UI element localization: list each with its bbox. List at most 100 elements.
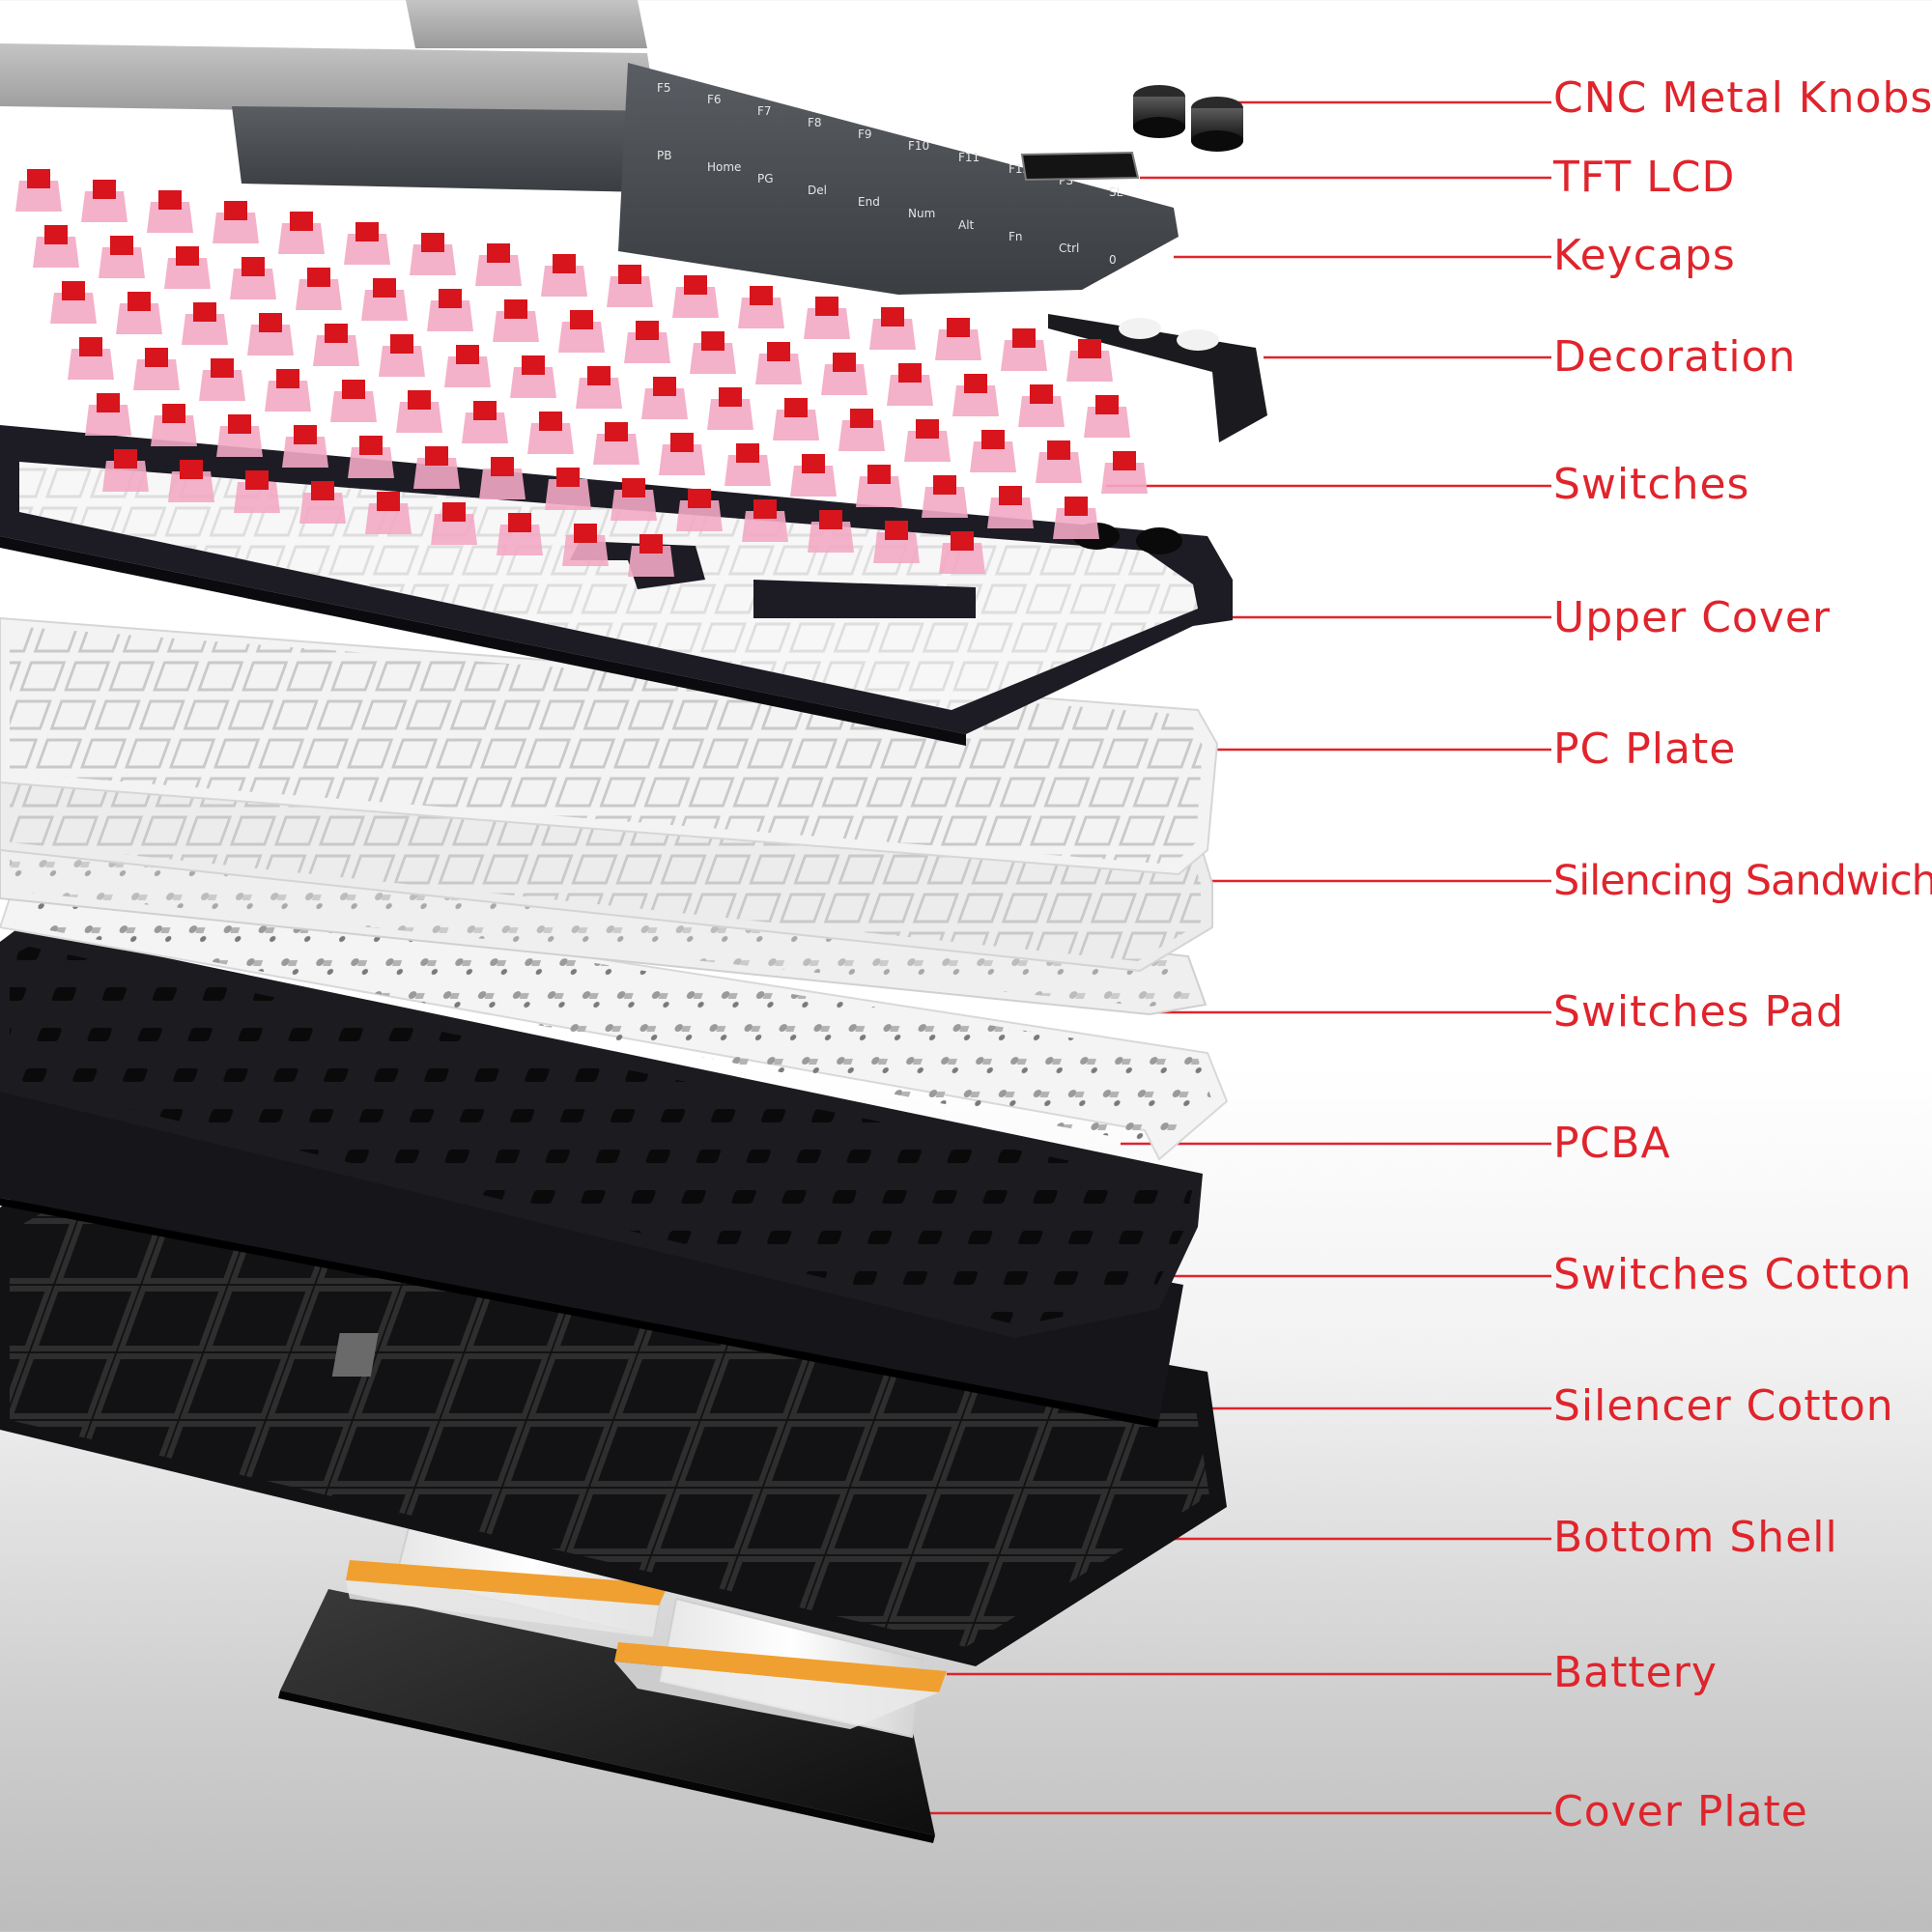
switch bbox=[821, 353, 867, 395]
switch bbox=[545, 468, 591, 510]
switch bbox=[230, 257, 276, 299]
cover-plate bbox=[280, 1589, 935, 1835]
switch bbox=[755, 342, 802, 384]
switch bbox=[147, 190, 193, 233]
keycap-legend: F7 bbox=[757, 104, 772, 118]
tft-lcd bbox=[1020, 151, 1140, 182]
switch bbox=[676, 489, 723, 531]
switch bbox=[641, 377, 688, 419]
switch bbox=[1066, 339, 1113, 382]
switch bbox=[904, 419, 951, 462]
switch bbox=[151, 404, 197, 446]
switch bbox=[247, 313, 294, 355]
switch bbox=[164, 246, 211, 289]
switch bbox=[922, 475, 968, 518]
switch bbox=[856, 465, 902, 507]
silencer-cotton-edge bbox=[0, 1198, 1159, 1428]
label-silencing-sandwich: Silencing Sandwich bbox=[1553, 857, 1932, 905]
label-battery: Battery bbox=[1553, 1648, 1718, 1697]
keycap-legend: Alt bbox=[958, 218, 975, 232]
switch bbox=[313, 324, 359, 366]
switch bbox=[81, 180, 128, 222]
cover-plate-edge bbox=[278, 1690, 935, 1843]
switch bbox=[935, 318, 981, 360]
switch bbox=[379, 334, 425, 377]
switch bbox=[15, 169, 62, 212]
keycap-legend: Del bbox=[808, 184, 827, 197]
label-switches-cotton: Switches Cotton bbox=[1553, 1250, 1913, 1299]
label-switches-pad: Switches Pad bbox=[1553, 987, 1844, 1037]
switch bbox=[873, 521, 920, 563]
switch bbox=[611, 478, 657, 521]
switch bbox=[558, 310, 605, 353]
switch bbox=[497, 513, 543, 555]
switch bbox=[265, 369, 311, 412]
switch bbox=[85, 393, 131, 436]
pc-plate-cutouts bbox=[10, 626, 1203, 865]
switch bbox=[365, 492, 412, 534]
switch bbox=[1018, 384, 1065, 427]
switch bbox=[1053, 497, 1099, 539]
keycap-legend: F11 bbox=[958, 151, 980, 164]
switch bbox=[427, 289, 473, 331]
switch bbox=[970, 430, 1016, 472]
keycap-legend: F8 bbox=[808, 116, 822, 129]
switch bbox=[804, 297, 850, 339]
switch bbox=[361, 278, 408, 321]
switch bbox=[431, 502, 477, 545]
switch bbox=[838, 409, 885, 451]
switch bbox=[410, 233, 456, 275]
switch bbox=[607, 265, 653, 307]
keycaps-layer: F5F6F7F8F9F10F11F12PSSLPBHomePGDelEndNum… bbox=[0, 0, 1179, 295]
switch bbox=[628, 534, 674, 577]
switch bbox=[182, 302, 228, 345]
switch bbox=[707, 387, 753, 430]
keycap-legend: Fn bbox=[1009, 230, 1023, 243]
switch bbox=[1036, 440, 1082, 483]
switch bbox=[234, 470, 280, 513]
label-upper-cover: Upper Cover bbox=[1553, 593, 1832, 642]
switches-cotton-holes bbox=[10, 947, 1193, 1325]
switch bbox=[690, 331, 736, 374]
switch bbox=[33, 225, 79, 268]
switch bbox=[887, 363, 933, 406]
switch bbox=[939, 531, 985, 574]
label-silencer-cotton: Silencer Cotton bbox=[1553, 1381, 1894, 1431]
switch bbox=[216, 414, 263, 457]
label-tft-lcd: TFT LCD bbox=[1553, 153, 1736, 202]
switch bbox=[576, 366, 622, 409]
switch bbox=[50, 281, 97, 324]
pcba-components bbox=[10, 874, 1212, 1145]
switch bbox=[479, 457, 526, 499]
label-cnc-metal-knobs: CNC Metal Knobs bbox=[1553, 73, 1932, 123]
switch bbox=[348, 436, 394, 478]
switch bbox=[213, 201, 259, 243]
switch bbox=[562, 524, 609, 566]
switch bbox=[1001, 328, 1047, 371]
keycap-legend: 0 bbox=[1109, 253, 1117, 267]
label-pcba: PCBA bbox=[1553, 1119, 1671, 1168]
switch bbox=[738, 286, 784, 328]
switch bbox=[475, 243, 522, 286]
switch bbox=[102, 449, 149, 492]
switch bbox=[541, 254, 587, 297]
keycap-legend: F5 bbox=[657, 81, 671, 95]
label-pc-plate: PC Plate bbox=[1553, 724, 1737, 774]
switch bbox=[444, 345, 491, 387]
switch bbox=[724, 443, 771, 486]
switch bbox=[413, 446, 460, 489]
switch bbox=[808, 510, 854, 553]
switches-layer bbox=[15, 169, 1148, 577]
keycap-legend: End bbox=[858, 195, 880, 209]
bottom-shell-switch bbox=[331, 1333, 379, 1377]
switch bbox=[510, 355, 556, 398]
switch bbox=[742, 499, 788, 542]
label-switches: Switches bbox=[1553, 460, 1750, 509]
keycap-legend: SL bbox=[1109, 185, 1123, 199]
switch bbox=[282, 425, 328, 468]
switch bbox=[659, 433, 705, 475]
switch bbox=[68, 337, 114, 380]
switch bbox=[278, 212, 325, 254]
switch bbox=[330, 380, 377, 422]
